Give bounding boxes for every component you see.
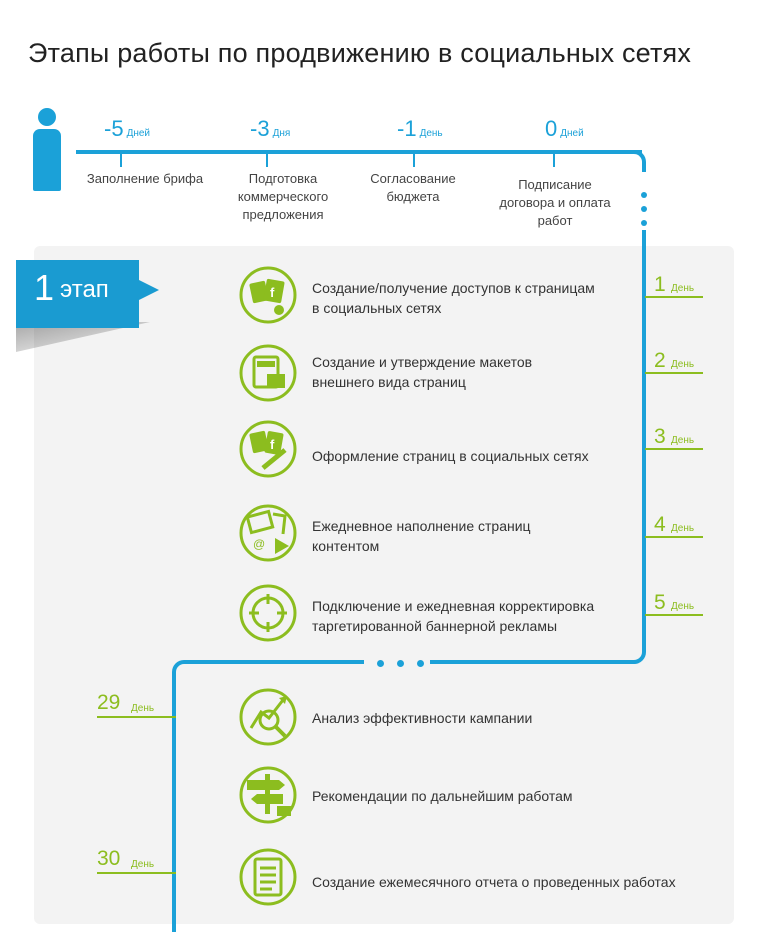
timeline-dot	[377, 660, 384, 667]
timeline-dot	[397, 660, 404, 667]
timeline-left	[172, 684, 176, 932]
timeline-top-corner	[624, 150, 646, 172]
timeline-left-corner	[172, 660, 198, 686]
timeline-dot	[641, 192, 647, 198]
person-body	[33, 129, 61, 191]
stage-tag: 1 этап	[16, 260, 139, 328]
page-mockup-icon	[239, 344, 297, 402]
timeline-top	[76, 150, 642, 154]
person-icon	[38, 108, 56, 126]
target-icon	[239, 584, 297, 642]
signpost-icon	[239, 766, 297, 824]
stage-tag-arrow	[139, 280, 159, 300]
step-text: Оформление страниц в социальных сетях	[312, 448, 589, 464]
analytics-icon	[239, 688, 297, 746]
step-text: Анализ эффективности кампании	[312, 710, 533, 726]
svg-text:f: f	[270, 285, 275, 300]
timeline-right	[642, 230, 646, 650]
svg-text:@: @	[253, 537, 265, 551]
stage-panel	[34, 246, 734, 924]
timeline-middle	[430, 660, 624, 664]
step-text: Рекомендации по дальнейшим работам	[312, 788, 573, 804]
content-filling-icon: @	[239, 504, 297, 562]
page-title: Этапы работы по продвижению в социальных…	[28, 38, 692, 68]
timeline-dot	[641, 220, 647, 226]
pre-step-label: Заполнение брифа	[86, 171, 204, 186]
timeline-dot	[417, 660, 424, 667]
step-text: Создание ежемесячного отчета о проведенн…	[312, 874, 676, 890]
timeline-bottom-right-corner	[620, 640, 646, 664]
report-icon	[239, 848, 297, 906]
page-design-icon: f	[239, 420, 297, 478]
timeline-middle-left	[186, 660, 364, 664]
social-access-icon: f	[239, 266, 297, 324]
timeline-dot	[641, 206, 647, 212]
svg-text:f: f	[270, 437, 275, 452]
